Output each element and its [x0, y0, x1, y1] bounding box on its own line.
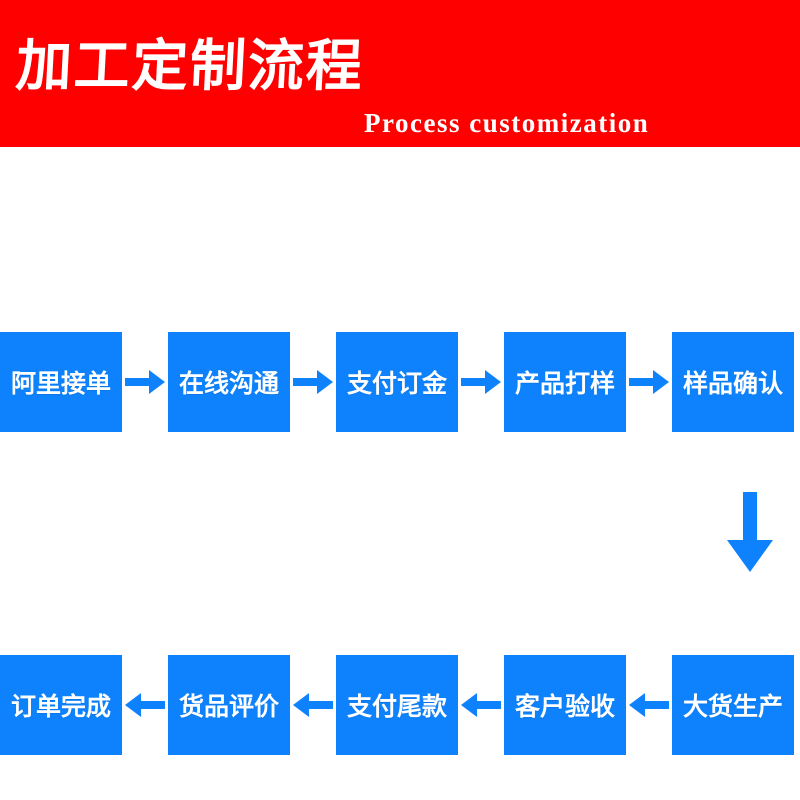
flow-step-label: 订单完成 — [10, 692, 111, 721]
arrow-right-icon — [122, 362, 168, 402]
arrow-right-icon — [290, 362, 336, 402]
flow-step-label: 支付尾款 — [346, 692, 447, 721]
arrow-left-icon — [290, 685, 336, 725]
page-title-chinese: 加工定制流程 — [14, 34, 366, 99]
flow-step-label: 阿里接单 — [10, 369, 111, 398]
arrow-left-icon — [458, 685, 504, 725]
arrow-left-icon — [122, 685, 168, 725]
arrow-down-icon — [726, 492, 774, 574]
flow-step-ali-order[interactable]: 阿里接单 — [0, 332, 122, 432]
flow-step-pay-deposit[interactable]: 支付订金 — [336, 332, 458, 432]
arrow-left-icon — [626, 685, 672, 725]
flow-step-label: 客户验收 — [514, 692, 615, 721]
flow-step-sample-confirmation[interactable]: 样品确认 — [672, 332, 794, 432]
header-banner: 加工定制流程 Process customization — [0, 0, 800, 147]
flow-step-goods-review[interactable]: 货品评价 — [168, 655, 290, 755]
flow-step-pay-balance[interactable]: 支付尾款 — [336, 655, 458, 755]
flow-step-label: 样品确认 — [682, 369, 783, 398]
flow-row-bottom: 订单完成 货品评价 支付尾款 客户验收 — [0, 655, 800, 755]
arrow-right-icon — [458, 362, 504, 402]
arrow-right-icon — [626, 362, 672, 402]
flow-step-bulk-production[interactable]: 大货生产 — [672, 655, 794, 755]
flow-step-label: 产品打样 — [514, 369, 615, 398]
flow-step-customer-acceptance[interactable]: 客户验收 — [504, 655, 626, 755]
flow-step-order-complete[interactable]: 订单完成 — [0, 655, 122, 755]
flow-step-online-communication[interactable]: 在线沟通 — [168, 332, 290, 432]
flow-row-top: 阿里接单 在线沟通 支付订金 产品打样 — [0, 332, 800, 432]
flow-step-label: 大货生产 — [682, 692, 783, 721]
page-subtitle-english: Process customization — [364, 108, 650, 138]
flow-step-label: 在线沟通 — [178, 369, 279, 398]
flow-step-label: 支付订金 — [346, 369, 447, 398]
flow-step-product-sampling[interactable]: 产品打样 — [504, 332, 626, 432]
flow-step-label: 货品评价 — [178, 692, 279, 721]
